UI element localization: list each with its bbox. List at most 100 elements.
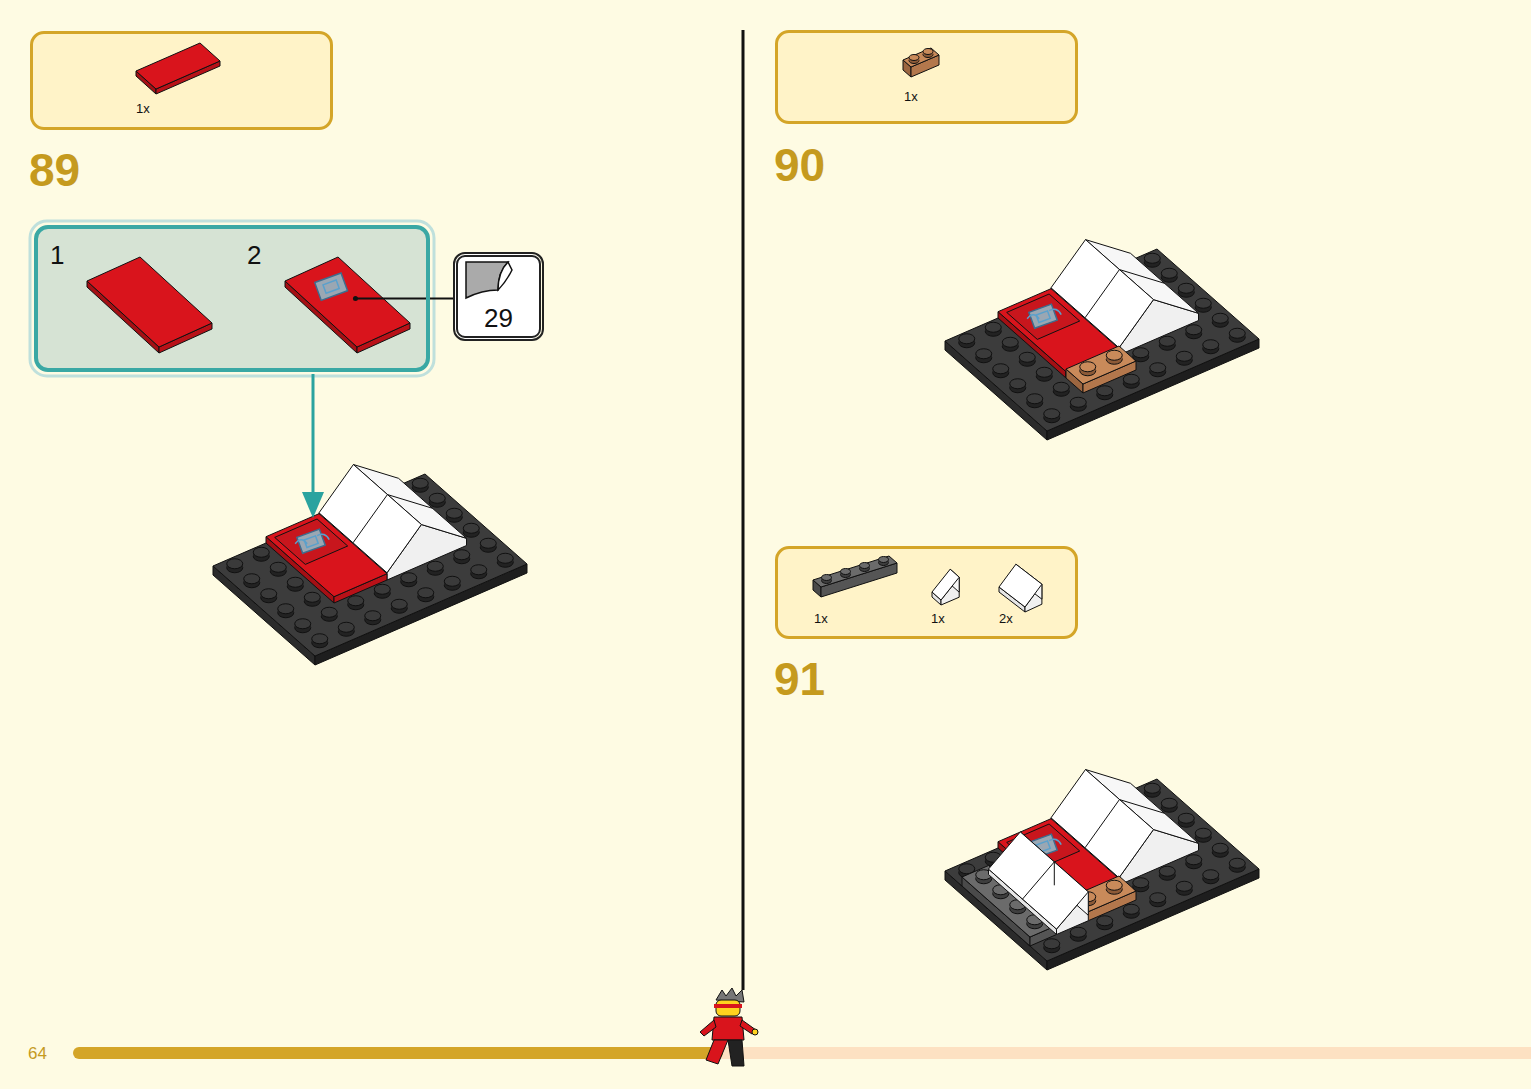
stud [1159, 336, 1175, 346]
stud [1080, 362, 1096, 372]
parts-box: 1x [30, 31, 333, 130]
stud [860, 563, 870, 569]
part-quantity: 1x [931, 612, 945, 625]
minifig-arm [700, 1020, 716, 1036]
stud [1123, 904, 1139, 914]
minifig-headband [714, 1004, 742, 1008]
slope-brick [932, 569, 959, 600]
stud [471, 565, 487, 575]
stud [1053, 382, 1069, 392]
sticker-leader-dot [353, 296, 358, 301]
stud [338, 622, 354, 632]
stud [1195, 298, 1211, 308]
part-white-slope-2 [999, 564, 1042, 612]
stud [429, 493, 445, 503]
minifig-mascot [700, 988, 758, 1066]
stud [401, 573, 417, 583]
progress-bar-done [73, 1047, 723, 1059]
stud [1176, 351, 1192, 361]
stud [1044, 939, 1060, 949]
sticker-leader [355, 297, 453, 299]
sticker-emblem [315, 273, 348, 300]
stud [427, 561, 443, 571]
stud [1178, 283, 1194, 293]
stud [454, 550, 470, 560]
stud [1212, 843, 1228, 853]
stud [1133, 348, 1149, 358]
stud [1203, 340, 1219, 350]
part-quantity: 1x [904, 90, 918, 103]
stud [444, 576, 460, 586]
stud [1133, 878, 1149, 888]
stud [985, 322, 1001, 332]
stud [1097, 916, 1113, 926]
stud [1229, 858, 1245, 868]
callout-number: 29 [458, 305, 539, 331]
part-tan-plate [903, 48, 939, 77]
sticker-box-fill [455, 254, 541, 339]
part-quantity: 2x [999, 612, 1013, 625]
stud [1044, 409, 1060, 419]
parts-box-fill [776, 31, 1076, 122]
callout-number: 1 [50, 242, 64, 268]
stud [1186, 855, 1202, 865]
minifig-torso [712, 1017, 744, 1040]
part-red-tile [136, 43, 220, 94]
stud [412, 478, 428, 488]
stud [959, 334, 975, 344]
model-assembly [945, 770, 1259, 971]
stud [287, 577, 303, 587]
stud [1150, 363, 1166, 373]
stud [993, 364, 1009, 374]
parts-box-fill [31, 32, 331, 128]
stud [278, 604, 294, 614]
stud [446, 508, 462, 518]
stud [1212, 313, 1228, 323]
sticker-emblem [323, 280, 339, 293]
red-tile [87, 257, 212, 347]
stud [841, 569, 851, 575]
part-quantity: 1x [814, 612, 828, 625]
stud [1019, 352, 1035, 362]
model-assembly [213, 465, 527, 666]
placement-arrowhead [302, 492, 324, 518]
part-grey-plate [813, 556, 897, 597]
placement-arrow [312, 374, 315, 498]
stud [270, 562, 286, 572]
stud [1144, 253, 1160, 263]
stud [1176, 881, 1192, 891]
substep-panel: 12 [34, 225, 430, 372]
step-number: 89 [29, 147, 80, 193]
stud [1123, 374, 1139, 384]
stud [1150, 893, 1166, 903]
stud [1144, 783, 1160, 793]
substep-tile-sticker [285, 257, 410, 353]
tan-plate [903, 48, 939, 67]
callout-number: 2 [247, 242, 261, 268]
stud [304, 592, 320, 602]
stud [976, 349, 992, 359]
stud [463, 523, 479, 533]
stud [822, 575, 832, 581]
sticker-icon [498, 262, 512, 290]
red-tile [285, 257, 410, 347]
sticker-emblem [1029, 304, 1057, 328]
part-white-slope [932, 569, 959, 605]
page-number: 64 [28, 1045, 47, 1062]
progress-bar-rest [700, 1047, 1531, 1059]
parts-box: 1x 1x 2x [775, 546, 1078, 639]
model-assembly [945, 240, 1259, 440]
minifig-leg [728, 1040, 744, 1066]
stud [418, 588, 434, 598]
sticker-callout: 29 [453, 252, 544, 341]
stud [348, 596, 364, 606]
stud [1036, 367, 1052, 377]
slope-brick [999, 564, 1042, 607]
sticker-emblem [297, 529, 325, 553]
red-tile [136, 43, 220, 89]
part-quantity: 1x [136, 102, 150, 115]
stud [1106, 880, 1122, 890]
step-number: 90 [774, 142, 825, 188]
slope-seam [353, 495, 433, 543]
